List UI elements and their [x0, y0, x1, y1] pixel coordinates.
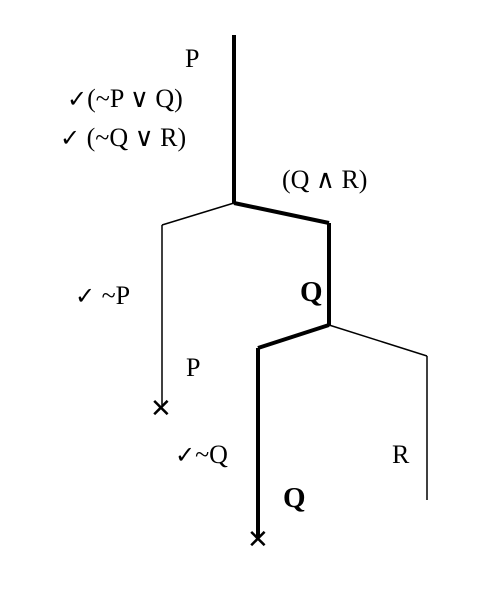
right-branch-connector: [233, 201, 330, 225]
premise-p: P: [185, 44, 200, 73]
check-mark-icon: ✓: [175, 441, 196, 469]
check-mark-icon: ✓: [60, 124, 81, 152]
sub-left-not-q: ✓~Q: [175, 440, 228, 469]
check-mark-icon: ✓: [75, 282, 96, 310]
left-not-p: ✓ ~P: [75, 281, 131, 310]
left-branch-connector: [161, 202, 235, 226]
premise-not-p-or-q: ✓(~P ∨ Q): [67, 84, 183, 113]
premise-not-q-or-r: ✓ (~Q ∨ R): [60, 123, 187, 152]
left-p: P: [186, 353, 201, 382]
left-closed-x-icon: ✕: [150, 394, 172, 424]
check-mark-icon: ✓: [67, 85, 88, 113]
premise-q-and-r: (Q ∧ R): [282, 165, 368, 194]
sub-left-closed-x-icon: ✕: [247, 525, 269, 555]
sub-right-connector: [328, 324, 428, 357]
sub-left-q: Q: [283, 482, 306, 514]
sub-left-connector: [257, 323, 330, 350]
right-q: Q: [300, 276, 323, 308]
sub-right-r: R: [392, 440, 410, 469]
